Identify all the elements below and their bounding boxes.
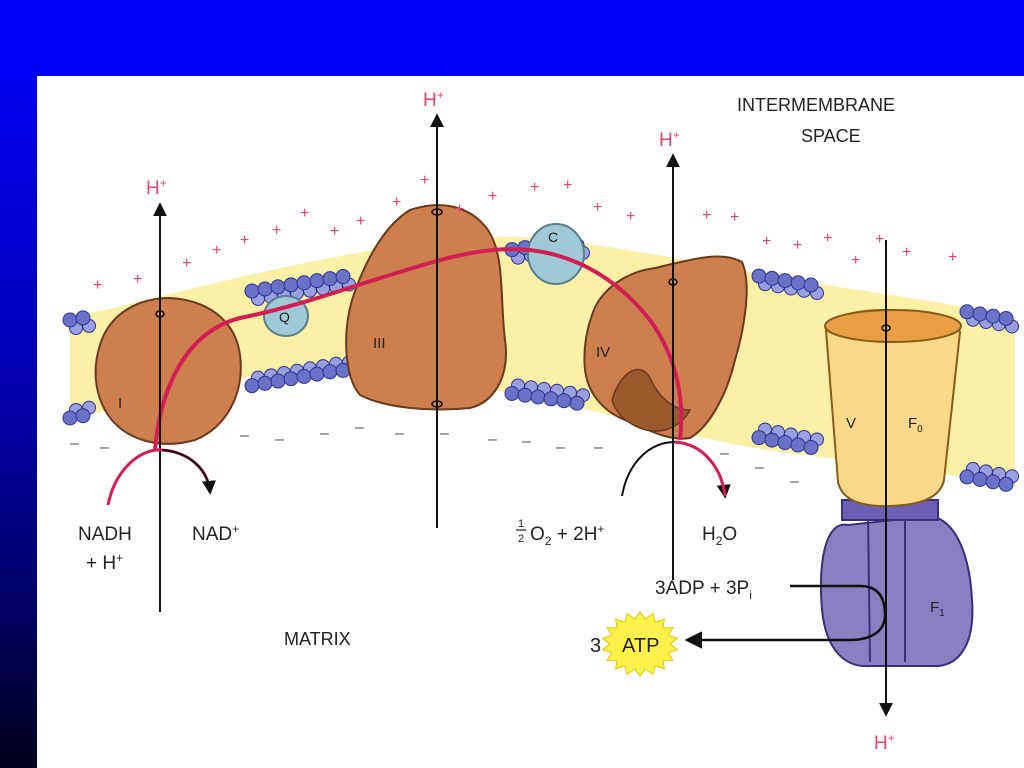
- f1-subunit: [820, 514, 974, 668]
- plus-charge: +: [823, 230, 832, 247]
- minus-charge: –: [275, 431, 284, 448]
- minus-charge: –: [594, 439, 603, 456]
- minus-charge: –: [355, 419, 364, 436]
- plus-charge: +: [420, 172, 429, 189]
- q-label: Q: [279, 309, 290, 325]
- minus-charge: –: [240, 427, 249, 444]
- minus-charge: –: [720, 445, 729, 462]
- plus-charge: +: [593, 199, 602, 216]
- plus-charge: +: [902, 244, 911, 261]
- plus-charge: +: [182, 255, 191, 272]
- plus-charge: +: [330, 223, 339, 240]
- proton-label-complex-iii: H+: [423, 88, 444, 111]
- plus-charge: +: [488, 188, 497, 205]
- minus-charge: –: [522, 433, 531, 450]
- negative-charges: – – – – – – – – – – – – – – –: [70, 419, 799, 490]
- plus-charge: +: [875, 231, 884, 248]
- minus-charge: –: [70, 435, 79, 452]
- atp-count: 3: [590, 635, 601, 657]
- complex-v-atp-synthase: V F0 F1: [820, 308, 974, 668]
- plus-charge: +: [240, 232, 249, 249]
- proton-label-complex-i: H+: [146, 176, 167, 199]
- plus-charge: +: [93, 277, 102, 294]
- plus-charge: +: [212, 242, 221, 259]
- complex-iii: III: [345, 204, 507, 411]
- lipid-heads-inner: [62, 355, 1019, 492]
- adp-feed-line: [790, 584, 887, 642]
- slide-gradient: [0, 76, 37, 768]
- positive-charges: + + + + + + + + + + + + + + + + + + + + + + + + + +: [93, 172, 957, 294]
- minus-charge: –: [320, 425, 329, 442]
- atp-label: ATP: [622, 635, 659, 657]
- plus-charge: +: [530, 179, 539, 196]
- matrix-label: MATRIX: [284, 629, 351, 649]
- electron-transport-diagram: I Q III C IV V F0 F1: [62, 88, 1019, 754]
- plus-charge: +: [626, 208, 635, 225]
- plus-charge: +: [356, 213, 365, 230]
- nadh-label-line1: NADH: [78, 524, 132, 545]
- oxygen-fraction-denominator: 2: [518, 533, 524, 545]
- minus-charge: –: [488, 431, 497, 448]
- plus-charge: +: [133, 271, 142, 288]
- complex-i: I: [94, 296, 242, 445]
- plus-charge: +: [272, 222, 281, 239]
- plus-charge: +: [455, 201, 464, 218]
- plus-charge: +: [851, 252, 860, 269]
- plus-charge: +: [730, 209, 739, 226]
- diagram-panel: I Q III C IV V F0 F1: [37, 76, 1024, 768]
- intermembrane-label-line1: INTERMEMBRANE: [737, 95, 895, 115]
- c-label: C: [548, 229, 558, 245]
- plus-charge: +: [702, 207, 711, 224]
- plus-charge: +: [793, 237, 802, 254]
- water-label: H2O: [702, 524, 737, 548]
- adp-label: 3ADP + 3Pi: [655, 578, 752, 602]
- minus-charge: –: [556, 439, 565, 456]
- oxygen-fraction-numerator: 1: [518, 518, 524, 530]
- complex-iv-label: IV: [596, 344, 610, 361]
- minus-charge: –: [440, 425, 449, 442]
- oxygen-reaction-label: O2 + 2H+: [530, 522, 604, 548]
- plus-charge: +: [392, 194, 401, 211]
- complex-v-label: V: [846, 415, 856, 432]
- complex-iii-label: III: [373, 335, 386, 352]
- proton-label-atp-synthase: H+: [874, 731, 895, 754]
- atp-burst: ATP 3: [590, 610, 679, 678]
- plus-charge: +: [762, 233, 771, 250]
- minus-charge: –: [790, 473, 799, 490]
- complex-i-label: I: [118, 395, 122, 412]
- channel-rings: [155, 208, 891, 408]
- f0-label: F0: [908, 415, 923, 435]
- minus-charge: –: [395, 425, 404, 442]
- intermembrane-label-line2: SPACE: [801, 126, 861, 146]
- nadh-label-line2: + H+: [86, 551, 123, 574]
- nad-label: NAD+: [192, 522, 239, 545]
- minus-charge: –: [755, 459, 764, 476]
- plus-charge: +: [300, 205, 309, 222]
- plus-charge: +: [563, 177, 572, 194]
- plus-charge: +: [948, 249, 957, 266]
- minus-charge: –: [100, 439, 109, 456]
- proton-label-complex-iv: H+: [659, 128, 680, 151]
- electron-path: [153, 247, 684, 451]
- f1-label: F1: [930, 599, 945, 619]
